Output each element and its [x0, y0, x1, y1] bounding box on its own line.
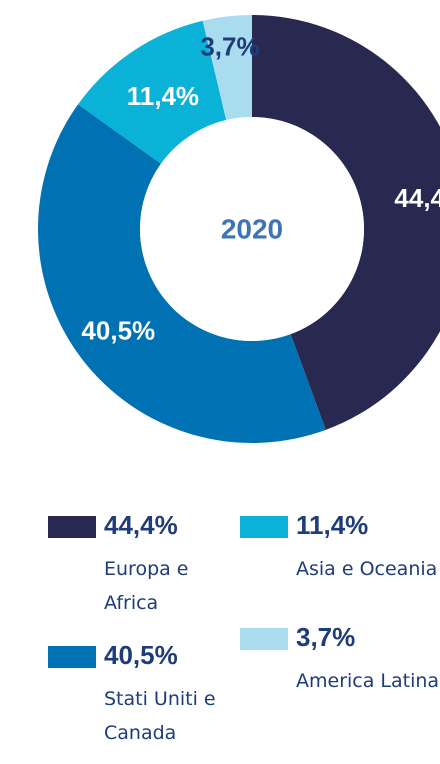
legend-swatch [48, 646, 96, 668]
donut-slice-label-3: 3,7% [200, 31, 259, 61]
legend-value: 3,7% [296, 622, 356, 652]
donut-slice-2 [78, 20, 227, 164]
legend-label: Europa e Africa [104, 558, 189, 614]
legend-label: Asia e Oceania [296, 558, 438, 580]
donut-slice-0 [252, 15, 440, 430]
donut-slice-labels: 44,4% 40,5% 11,4%3,7% [81, 31, 440, 345]
legend-swatch [240, 516, 288, 538]
donut-center-label: 2020 [221, 214, 283, 245]
legend-swatch [240, 628, 288, 650]
donut-slice-label-0: 44,4% [394, 183, 440, 213]
donut-slice-1 [38, 104, 326, 443]
legend-label: Stati Uniti e Canada [104, 688, 216, 744]
legend-value: 44,4% [104, 510, 178, 540]
donut-slice-label-2: 11,4% [127, 81, 199, 111]
legend-value: 11,4% [296, 510, 369, 540]
legend-value: 40,5% [104, 640, 178, 670]
donut-chart: 2020 44,4% 40,5% 11,4%3,7% [38, 15, 440, 443]
donut-slices [38, 15, 440, 443]
donut-hole [140, 117, 364, 341]
legend-swatch [48, 516, 96, 538]
donut-slice-3 [202, 15, 252, 121]
donut-slice-label-1: 40,5% [81, 316, 155, 346]
legend-label: America Latina [296, 670, 440, 692]
